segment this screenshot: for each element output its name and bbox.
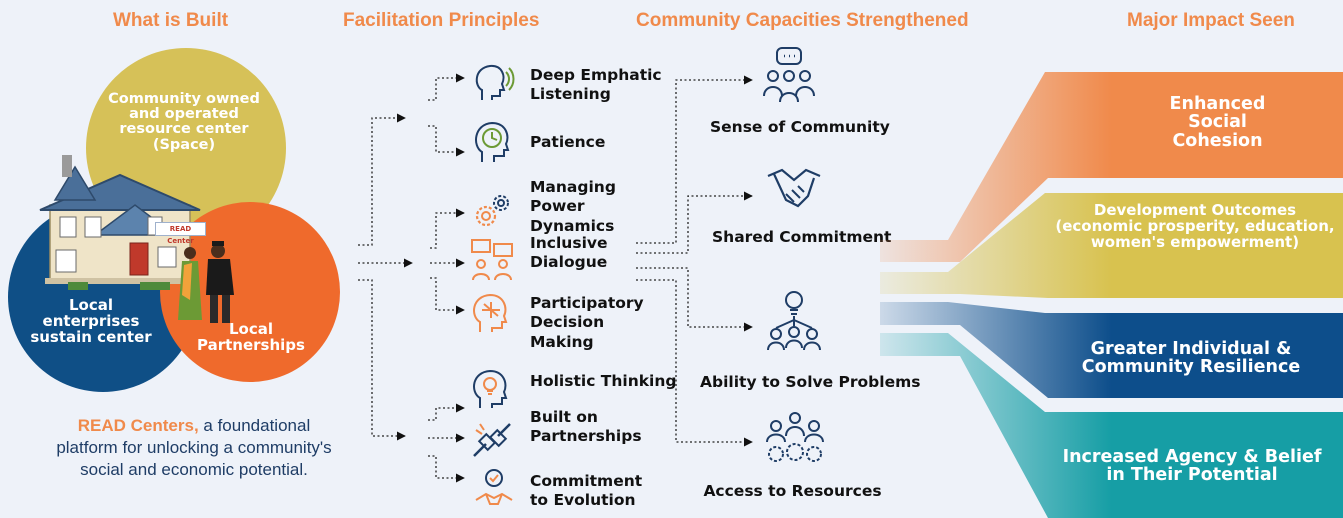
circle-space-label: Community owned and operated resource ce… — [108, 91, 260, 153]
principle-commitment-to-evolution: Commitment to Evolution — [530, 472, 643, 510]
clock-head-icon — [475, 121, 510, 162]
header-facilitation-principles: Facilitation Principles — [343, 10, 540, 31]
listening-head-icon — [475, 64, 515, 100]
capacity-shared-commitment: Shared Commitment — [712, 228, 892, 246]
idea-network-icon — [767, 291, 821, 351]
plug-connect-icon — [473, 423, 511, 457]
principle-holistic-thinking: Holistic Thinking — [530, 372, 677, 390]
people-gears-icon — [766, 412, 824, 462]
bulb-head-icon — [473, 369, 508, 408]
circle-partnerships-label: Local Partnerships — [197, 320, 305, 354]
impact-enhanced-social-cohesion: Enhanced Social Cohesion — [1169, 94, 1266, 151]
decision-head-icon — [473, 293, 508, 332]
read-centers-description-text: a foundational platform for unlocking a … — [56, 416, 332, 480]
read-center-badge: READ Center — [155, 222, 206, 245]
principle-managing-power-dynamics: Managing Power Dynamics — [530, 178, 616, 235]
principle-participatory-decision-making: Participatory Decision Making — [530, 294, 644, 351]
capacity-access-to-resources: Access to Resources — [703, 482, 882, 500]
principle-built-on-partnerships: Built on Partnerships — [530, 408, 642, 446]
capacity-sense-of-community: Sense of Community — [710, 118, 890, 136]
house-illustration — [39, 155, 234, 323]
header-major-impact: Major Impact Seen — [1127, 10, 1295, 31]
dialogue-people-icon — [471, 239, 513, 281]
capacity-ability-to-solve-problems: Ability to Solve Problems — [700, 373, 921, 391]
impact-greater-resilience: Greater Individual & Community Resilienc… — [1081, 339, 1301, 378]
read-centers-highlight: READ Centers, — [77, 416, 199, 435]
circle-enterprises-label: Local enterprises sustain center — [30, 296, 152, 346]
header-what-is-built: What is Built — [113, 10, 229, 31]
principle-inclusive-dialogue: Inclusive Dialogue — [530, 234, 608, 272]
header-community-capacities: Community Capacities Strengthened — [636, 10, 969, 31]
principle-deep-emphatic-listening: Deep Emphatic Listening — [530, 66, 662, 104]
group-chat-icon — [763, 47, 815, 103]
handshake-icon — [767, 168, 821, 208]
principle-patience: Patience — [530, 133, 606, 151]
handshake-badge-icon — [475, 469, 513, 505]
read-centers-description: READ Centers, a foundational platform fo… — [48, 415, 340, 481]
impact-development-outcomes: Development Outcomes (economic prosperit… — [1055, 201, 1335, 251]
gears-icon — [475, 195, 509, 227]
impact-increased-agency: Increased Agency & Belief in Their Poten… — [1062, 447, 1322, 486]
